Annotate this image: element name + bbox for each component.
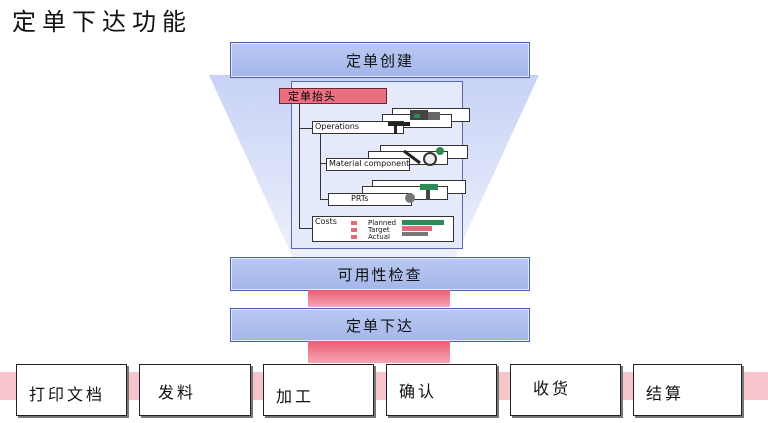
material-components-label: Material components (329, 159, 410, 168)
step-label: 加工 (276, 387, 315, 406)
step-label: 收货 (533, 379, 572, 398)
stage-order-release: 定单下达 (230, 308, 530, 342)
costs-label: Costs (315, 217, 337, 226)
tree-line (299, 104, 300, 228)
tree-line (299, 128, 313, 129)
stage-availability-check: 可用性检查 (230, 257, 530, 291)
tree-line (299, 228, 313, 229)
tools-icon (403, 147, 444, 166)
step-label: 确认 (399, 382, 438, 401)
stage-order-create-label: 定单创建 (345, 51, 414, 70)
tree-line (320, 199, 330, 200)
legend-swatch (351, 228, 357, 232)
prt-tool-icon (405, 184, 438, 203)
legend-target: Target (368, 226, 390, 234)
page-title: 定单下达功能 (12, 8, 192, 36)
step-goods-issue: 发料 (139, 364, 251, 416)
machine-icon (388, 110, 440, 134)
operations-label: Operations (315, 122, 359, 131)
step-processing: 加工 (263, 364, 374, 416)
step-print-documents: 打印文档 (16, 364, 127, 416)
pink-connector (308, 341, 450, 363)
tree-line (320, 134, 321, 200)
step-label: 发料 (158, 383, 197, 402)
operations-row: Operations (312, 121, 404, 134)
step-label: 打印文档 (29, 385, 106, 404)
prts-label: PRTs (351, 194, 369, 203)
legend-actual: Actual (368, 233, 390, 241)
cost-bars-icon (402, 220, 444, 236)
step-settlement: 结算 (633, 364, 742, 416)
legend-swatch (351, 235, 357, 239)
legend-planned: Planned (368, 219, 397, 227)
stage-availability-check-label: 可用性检查 (337, 265, 423, 284)
step-label: 结算 (646, 384, 685, 403)
legend-swatch (351, 221, 357, 225)
step-confirmation: 确认 (386, 364, 497, 416)
order-header-bar: 定单抬头 (279, 88, 387, 104)
material-components-row: Material components (326, 158, 410, 171)
tree-line (320, 163, 328, 164)
step-goods-receipt: 收货 (510, 364, 621, 416)
pink-connector (308, 290, 450, 307)
stage-order-create: 定单创建 (230, 42, 530, 78)
stage-order-release-label: 定单下达 (345, 316, 414, 335)
